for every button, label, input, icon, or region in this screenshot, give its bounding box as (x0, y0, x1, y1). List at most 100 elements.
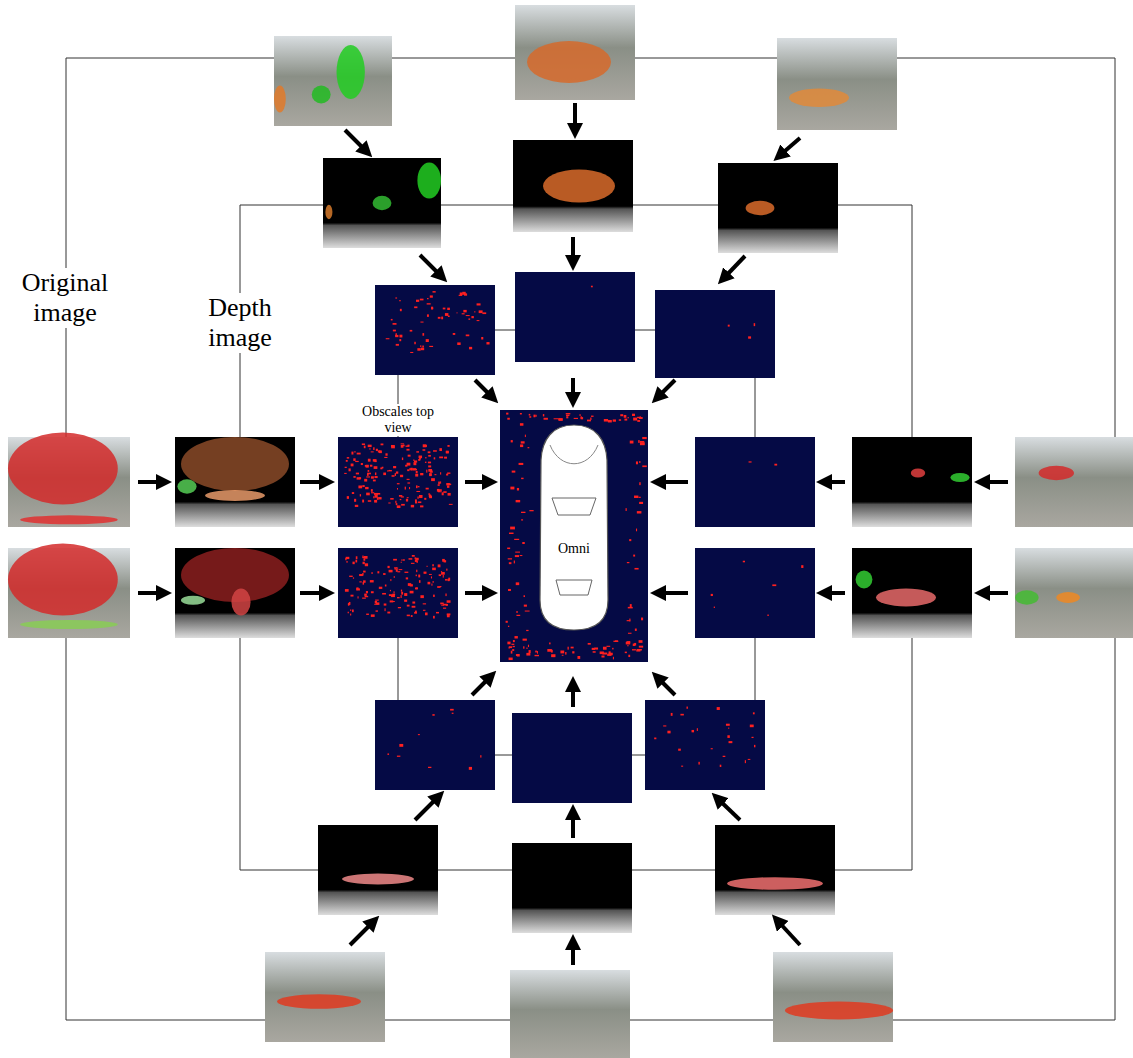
obstacle-point (508, 558, 512, 559)
obstacle-point (434, 474, 436, 475)
obstacle-point (350, 609, 351, 611)
image-panel (777, 38, 897, 130)
frame-line (240, 870, 318, 871)
obstacle-point (403, 559, 405, 560)
obstacle-point (514, 561, 515, 564)
obstacle-point (361, 463, 363, 465)
obstacle-point (379, 587, 382, 589)
obstacle-point (428, 455, 431, 456)
obstacle-point (397, 505, 401, 508)
image-panel (645, 700, 765, 790)
obstacle-point (401, 595, 402, 598)
image-panel (512, 843, 632, 933)
obstacle-point (482, 312, 486, 314)
obstacle-point (356, 473, 359, 475)
obstacle-point (529, 510, 533, 511)
obstacle-point (667, 731, 670, 734)
obstacle-point (419, 580, 421, 583)
obstacle-point (524, 605, 527, 607)
obstacle-point (448, 483, 450, 485)
obstacle-point (419, 457, 421, 459)
obstacle-point (457, 312, 458, 313)
obstacle-point (416, 471, 418, 473)
obstacle-point (382, 593, 386, 595)
obstacle-point (393, 559, 397, 561)
frame-line (240, 638, 241, 870)
obstacle-point (387, 470, 388, 472)
flow-arrow (138, 480, 166, 484)
obstacle-point (367, 473, 369, 476)
obstacle-point (416, 300, 419, 302)
obstacle-point (420, 345, 421, 347)
obstacle-point (743, 561, 745, 563)
segment-blob (20, 620, 118, 629)
obstacle-point (525, 611, 530, 612)
obstacle-point (391, 445, 395, 447)
obstacle-point (433, 450, 437, 451)
segment-blob (727, 877, 823, 890)
obstacle-point (375, 495, 378, 498)
flow-arrow (571, 378, 575, 402)
obstacle-point (671, 713, 673, 716)
flow-arrow (656, 480, 688, 484)
obstacle-point (445, 579, 448, 581)
obstacle-point (418, 486, 420, 487)
obstacle-point (449, 504, 453, 505)
frame-line (635, 330, 655, 331)
obstacle-point (433, 595, 435, 597)
obstacle-point (511, 440, 513, 442)
frame-line (632, 755, 645, 756)
obstacle-point (385, 608, 386, 611)
obstacle-point (626, 508, 627, 511)
obstacle-point (620, 414, 623, 416)
obstacle-point (640, 442, 645, 445)
obstacle-point (509, 646, 512, 648)
obstacle-point (462, 292, 465, 295)
obstacle-point (447, 613, 451, 615)
obstacle-point (365, 563, 368, 566)
car-hood (550, 445, 598, 464)
frame-line (398, 638, 399, 700)
obstacle-point (637, 511, 642, 513)
segment-blob (746, 201, 775, 215)
obstacle-point (526, 630, 528, 631)
frame-line (835, 870, 912, 871)
obstacle-point (511, 644, 514, 645)
obstacle-point (437, 489, 440, 492)
obstacle-point (726, 724, 730, 726)
frame-line (635, 58, 777, 59)
obstacle-point (392, 601, 395, 602)
obstacle-point (439, 574, 441, 576)
obstacle-point (431, 478, 435, 481)
obstacle-point (399, 339, 401, 341)
obstacle-point (579, 414, 581, 415)
obstacle-point (627, 641, 630, 643)
obstacle-point (711, 748, 713, 749)
obstacle-point (517, 488, 519, 491)
obstacle-point (397, 483, 400, 484)
obstacle-point (410, 591, 414, 594)
obstacle-point (448, 484, 451, 485)
segment-blob (274, 86, 286, 113)
image-panel (375, 700, 495, 790)
obstacle-point (511, 651, 513, 654)
obstacle-point (427, 314, 429, 316)
obstacle-point (412, 555, 415, 557)
obstacle-point (625, 652, 627, 654)
omni-view-box: Omni (500, 410, 648, 662)
obstacle-point (396, 333, 397, 336)
obstacle-point (428, 469, 432, 472)
obstacle-point (385, 585, 387, 587)
obstacle-point (632, 414, 635, 416)
obstacle-point (613, 419, 616, 421)
obstacle-point (524, 595, 525, 597)
obstacle-point (450, 709, 454, 711)
obstacle-point (447, 485, 449, 487)
obstacle-point (368, 459, 371, 462)
obstacle-point (521, 512, 525, 513)
obstacle-point (512, 649, 514, 651)
obstacle-point (420, 595, 423, 598)
obstacle-point (349, 468, 351, 471)
frame-line (912, 205, 913, 437)
obstacle-point (396, 568, 398, 569)
